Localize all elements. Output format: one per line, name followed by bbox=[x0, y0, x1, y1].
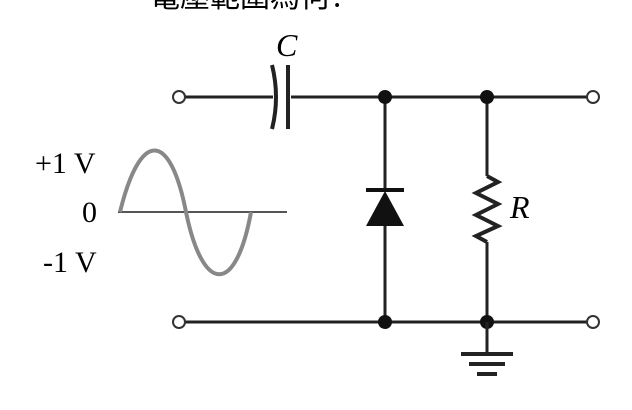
junction-dots bbox=[378, 90, 494, 329]
sine-wave bbox=[118, 148, 253, 276]
capacitor-symbol bbox=[270, 64, 290, 130]
input-terminal-top bbox=[172, 90, 186, 104]
diode-branch bbox=[366, 97, 404, 322]
cropped-question-text: 電壓範圍為何？ bbox=[150, 0, 360, 16]
resistor-branch bbox=[471, 97, 503, 322]
input-zero-label: 0 bbox=[82, 196, 97, 229]
input-waveform bbox=[118, 148, 287, 276]
output-terminal-top bbox=[586, 90, 600, 104]
output-terminal-bottom bbox=[586, 315, 600, 329]
capacitor-label: C bbox=[276, 27, 298, 63]
resistor-zigzag bbox=[471, 174, 503, 244]
input-max-label: +1 V bbox=[35, 147, 96, 180]
ground-icon bbox=[461, 322, 513, 376]
input-terminal-bottom bbox=[172, 315, 186, 329]
resistor-label: R bbox=[509, 189, 530, 225]
terminals bbox=[172, 90, 600, 329]
input-min-label: -1 V bbox=[43, 246, 97, 279]
diode-triangle bbox=[366, 191, 404, 226]
